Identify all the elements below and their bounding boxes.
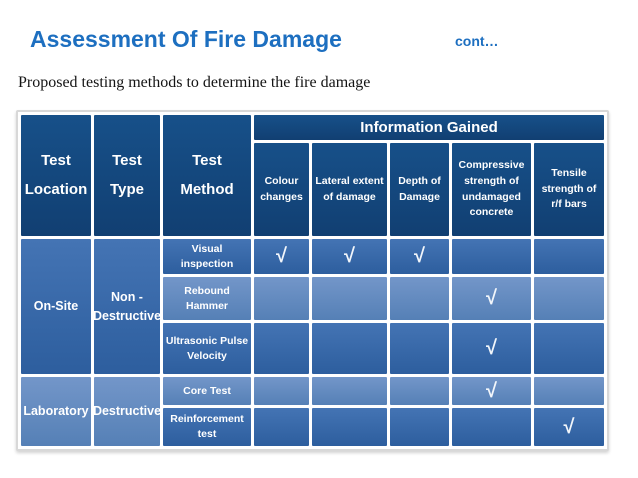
check-cell: √ bbox=[452, 377, 531, 405]
table-grid: Test Location Test Type Test Method Info… bbox=[21, 115, 604, 446]
check-cell bbox=[452, 408, 531, 446]
check-cell bbox=[452, 239, 531, 274]
check-cell bbox=[254, 277, 309, 320]
subheader-colour-changes: Colour changes bbox=[254, 143, 309, 236]
subheader-tensile-strength: Tensile strength of r/f bars bbox=[534, 143, 604, 236]
check-cell bbox=[390, 277, 449, 320]
header-test-location: Test Location bbox=[21, 115, 91, 236]
check-cell bbox=[254, 408, 309, 446]
check-cell bbox=[390, 408, 449, 446]
check-cell bbox=[534, 323, 604, 374]
check-cell bbox=[390, 323, 449, 374]
check-cell: √ bbox=[390, 239, 449, 274]
check-cell bbox=[312, 408, 387, 446]
check-cell bbox=[534, 239, 604, 274]
subheader-depth-of-damage: Depth of Damage bbox=[390, 143, 449, 236]
page-title: Assessment Of Fire Damage bbox=[30, 26, 342, 52]
check-cell: √ bbox=[254, 239, 309, 274]
group-type-destructive: Destructive bbox=[93, 377, 161, 446]
method-reinforcement-test: Reinforcement test bbox=[163, 408, 251, 446]
check-cell bbox=[390, 377, 449, 405]
continuation-label: cont… bbox=[455, 33, 499, 49]
check-cell bbox=[534, 277, 604, 320]
method-ultrasonic-pulse-velocity: Ultrasonic Pulse Velocity bbox=[163, 323, 251, 374]
subheader-lateral-extent: Lateral extent of damage bbox=[312, 143, 387, 236]
check-cell bbox=[312, 323, 387, 374]
check-cell bbox=[312, 277, 387, 320]
header-test-method: Test Method bbox=[163, 115, 251, 236]
check-cell: √ bbox=[534, 408, 604, 446]
slide-subtitle: Proposed testing methods to determine th… bbox=[18, 74, 371, 91]
header-information-gained: Information Gained bbox=[254, 115, 604, 140]
check-cell bbox=[534, 377, 604, 405]
check-cell bbox=[254, 377, 309, 405]
check-cell bbox=[312, 377, 387, 405]
check-cell: √ bbox=[312, 239, 387, 274]
subheader-compressive-strength: Compressive strength of undamaged concre… bbox=[452, 143, 531, 236]
fire-damage-table: Test Location Test Type Test Method Info… bbox=[16, 110, 609, 451]
check-cell: √ bbox=[452, 323, 531, 374]
header-test-type: Test Type bbox=[94, 115, 160, 236]
method-core-test: Core Test bbox=[163, 377, 251, 405]
group-location-laboratory: Laboratory bbox=[21, 377, 91, 446]
group-location-onsite: On-Site bbox=[21, 239, 91, 374]
check-cell: √ bbox=[452, 277, 531, 320]
method-visual-inspection: Visual inspection bbox=[163, 239, 251, 274]
check-cell bbox=[254, 323, 309, 374]
method-rebound-hammer: Rebound Hammer bbox=[163, 277, 251, 320]
group-type-nondestructive: Non - Destructive bbox=[93, 239, 161, 374]
